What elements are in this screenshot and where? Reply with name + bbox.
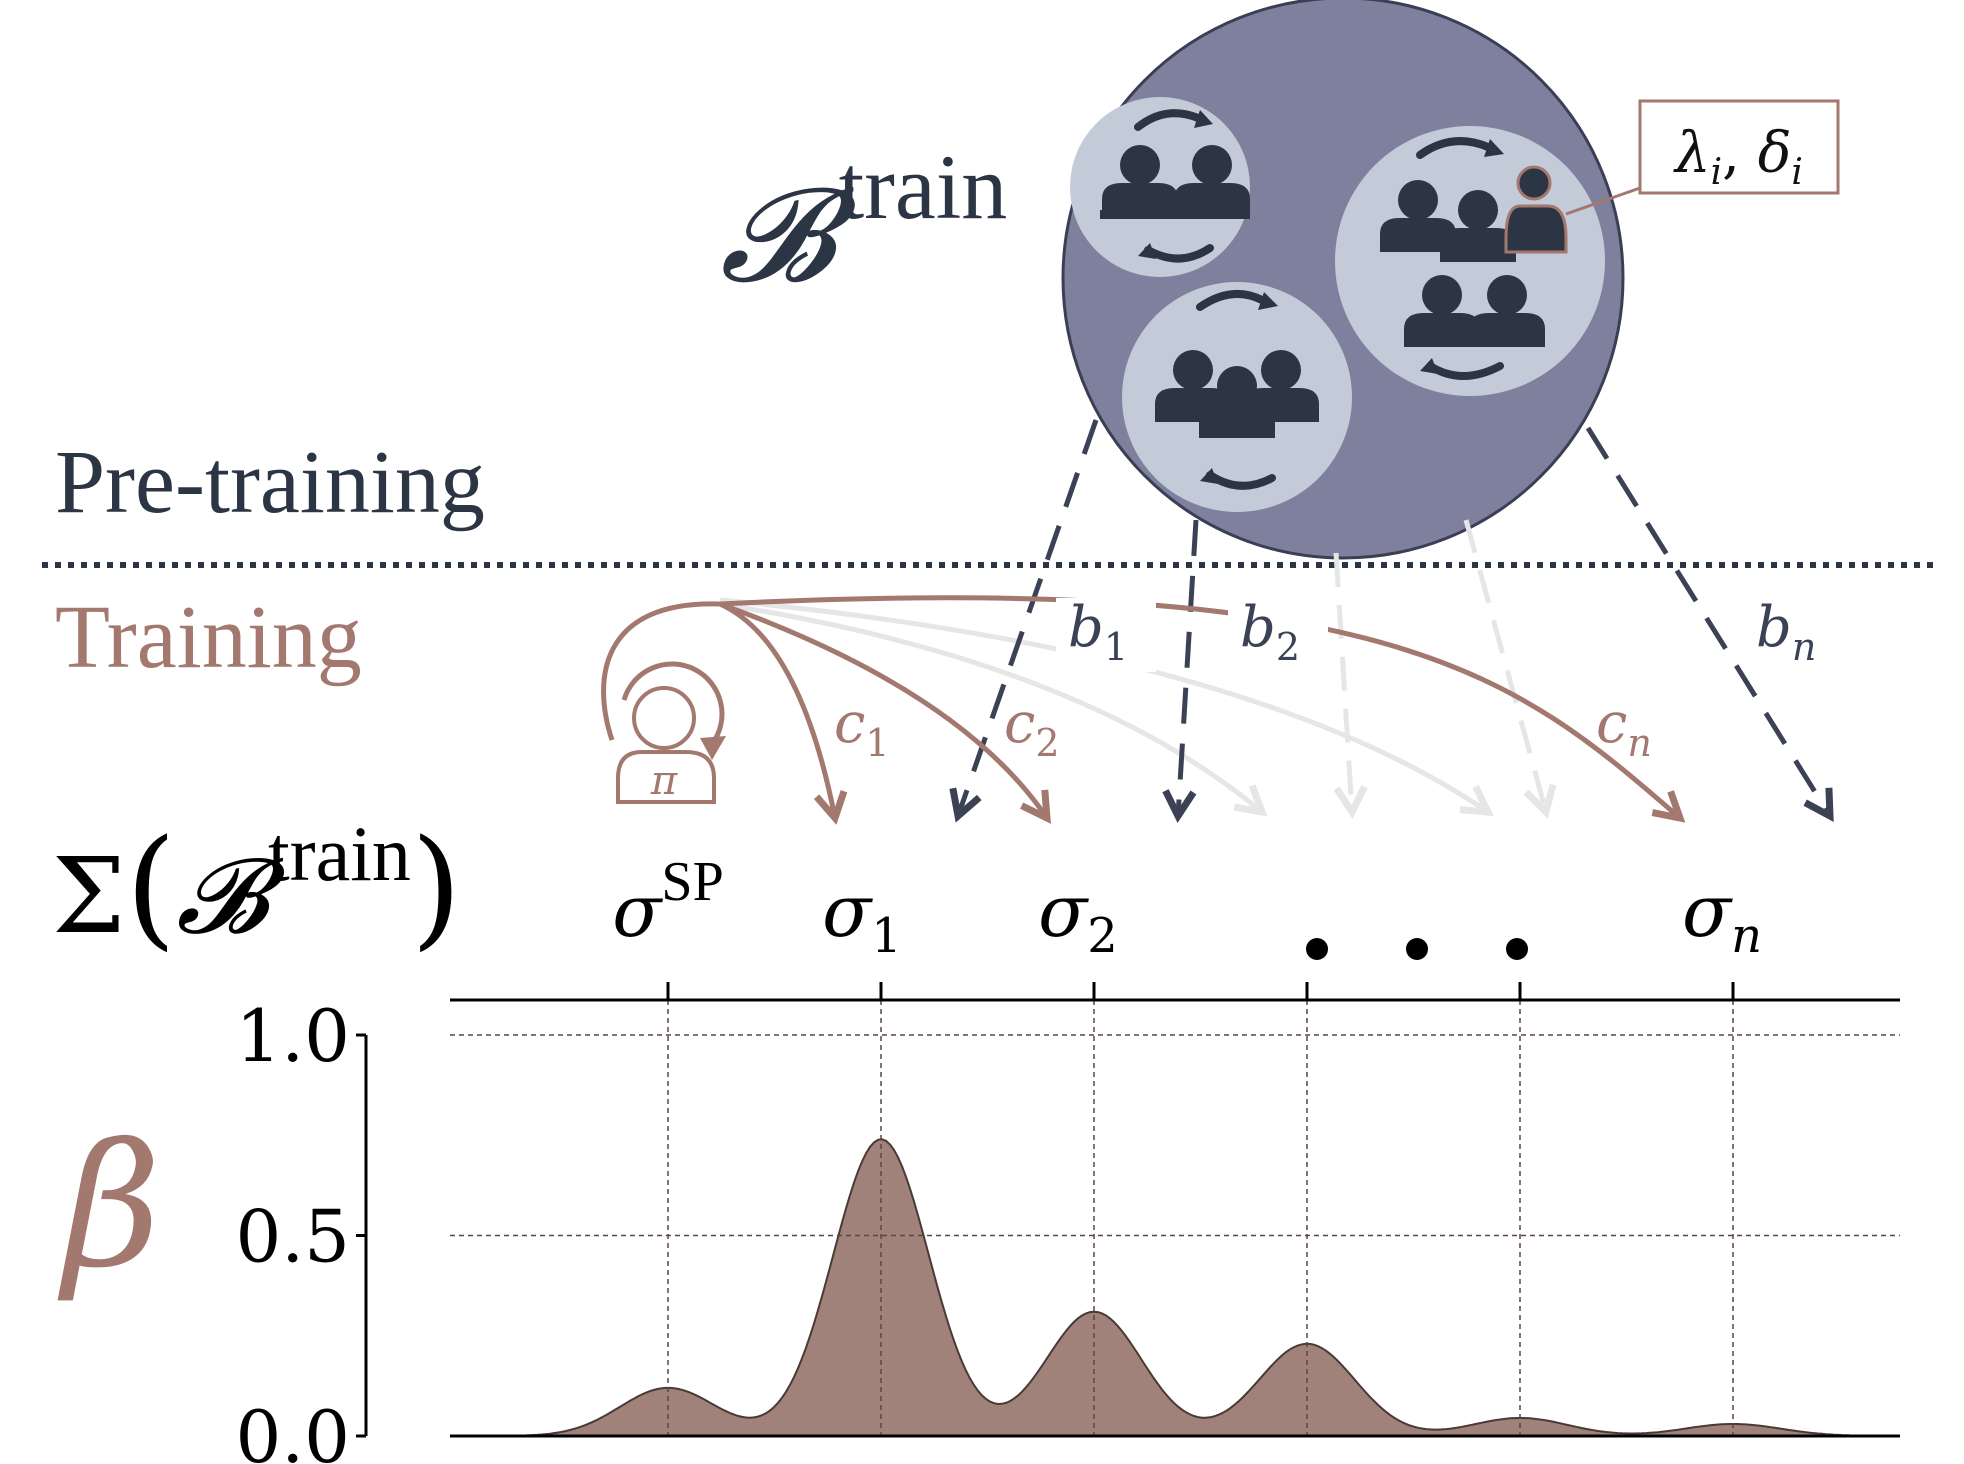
pretraining-label: Pre-training <box>55 433 485 532</box>
faded-arrows <box>719 519 1546 812</box>
params-callout-box <box>1638 99 1840 195</box>
b-edges <box>958 419 1830 816</box>
partner-label-sp: σSP <box>612 851 723 953</box>
c2-label: c2 <box>1004 691 1060 765</box>
training-label: Training <box>55 588 362 687</box>
partner-label-n: σn <box>1682 869 1762 964</box>
c-edges <box>601 595 1680 818</box>
team-bubble-3 <box>1335 126 1605 396</box>
team-bubble-1 <box>1070 97 1250 277</box>
b1-label: b1 <box>1068 595 1128 669</box>
ellipsis-dots <box>1306 938 1528 960</box>
edge-label-backs <box>1056 598 1328 672</box>
bn-arrow <box>1585 426 1830 816</box>
params-callout-line <box>1565 186 1641 216</box>
policy-symbol: π <box>650 758 678 804</box>
team-bubble-2 <box>1122 282 1352 512</box>
beta-distribution-chart: 0.0 0.5 1.0 β <box>57 982 1900 1464</box>
y-tick-label: 0.5 <box>235 1195 350 1279</box>
density-area <box>450 1138 1900 1437</box>
b1-arrow <box>958 419 1099 816</box>
c1-arrow <box>718 601 835 818</box>
cycle-arrows-icon <box>1134 109 1214 263</box>
partner-label-2: σ2 <box>1038 869 1118 964</box>
partner-set-label: Σ(𝓑train) <box>52 810 462 963</box>
c2-arrow <box>719 601 1047 818</box>
partner-label-1: σ1 <box>822 869 902 964</box>
team-icon <box>1100 145 1250 219</box>
b2-label: b2 <box>1240 595 1300 669</box>
y-axis-label: β <box>57 1108 161 1306</box>
sp-arrow <box>601 601 721 741</box>
y-tick-label: 0.0 <box>235 1395 350 1464</box>
bn-label: bn <box>1756 595 1816 669</box>
c1-label: c1 <box>834 691 890 765</box>
b2-arrow <box>1178 519 1199 816</box>
population-label: 𝓑train <box>720 136 1007 311</box>
highlighted-partner-icon <box>1504 165 1568 254</box>
cn-label: cn <box>1596 691 1652 765</box>
params-label: λi, δi <box>1673 121 1803 193</box>
self-play-agent-icon <box>616 661 726 804</box>
y-tick-label: 1.0 <box>235 994 350 1078</box>
cn-arrow <box>719 595 1680 818</box>
